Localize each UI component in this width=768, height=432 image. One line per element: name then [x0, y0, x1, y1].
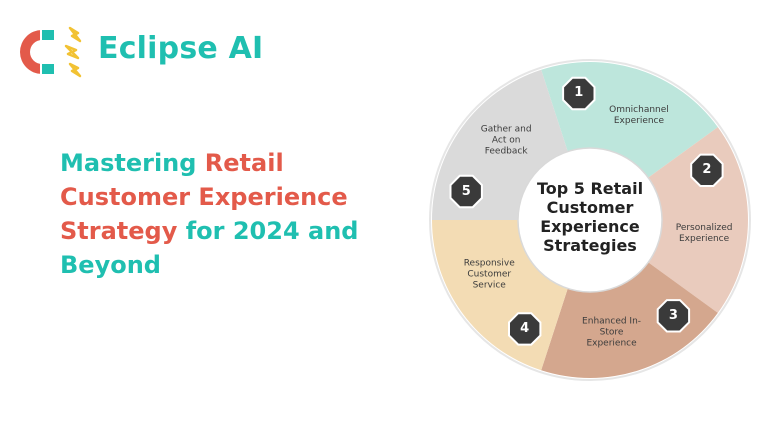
headline-line-3: Strategy for 2024 and — [60, 214, 390, 248]
headline-highlight: Retail — [204, 149, 284, 177]
segment-number: 2 — [702, 162, 712, 178]
strategy-ring-diagram: Top 5 Retail Customer Experience Strateg… — [420, 55, 760, 385]
segment-label-line: Experience — [586, 338, 637, 349]
number-badge-icon — [656, 299, 691, 333]
number-badge-icon — [562, 76, 596, 111]
ring-graphic — [429, 59, 751, 381]
segment-label-line: Omnichannel — [609, 104, 669, 115]
headline-text: Beyond — [60, 251, 161, 279]
ring-segment-3 — [541, 262, 718, 378]
number-badge-icon — [690, 153, 724, 187]
headline-line-1: Mastering Retail — [60, 146, 390, 180]
brand-logo[interactable]: Eclipse AI — [14, 24, 274, 80]
center-title-line: Strategies — [543, 236, 637, 255]
brand-name: Eclipse AI — [98, 31, 264, 66]
headline-text: Mastering — [60, 149, 205, 177]
center-disc — [517, 147, 663, 293]
segment-label-line: Personalized — [675, 223, 733, 234]
center-title-line: Customer — [546, 198, 634, 217]
segment-label-line: Experience — [613, 115, 665, 126]
segment-label-line: Feedback — [484, 146, 528, 157]
number-badge-icon — [449, 174, 483, 209]
segment-label-line: Responsive — [463, 258, 515, 269]
headline-highlight: Customer Experience — [60, 183, 348, 211]
headline-text: for 2024 and — [177, 217, 359, 245]
headline-highlight: Strategy — [60, 217, 178, 245]
diagram-center-title: Top 5 Retail Customer Experience Strateg… — [525, 179, 655, 255]
segment-number: 3 — [668, 307, 678, 323]
number-badge-icon — [508, 312, 542, 346]
page-headline: Mastering Retail Customer Experience Str… — [60, 146, 390, 282]
headline-line-4: Beyond — [60, 248, 390, 282]
segment-number: 1 — [574, 85, 584, 101]
center-title-line: Top 5 Retail — [536, 179, 644, 198]
segment-label-line: Enhanced In- — [582, 316, 642, 327]
segment-number: 5 — [461, 183, 471, 199]
segment-label-line: Act on — [491, 135, 521, 146]
headline-line-2: Customer Experience — [60, 180, 390, 214]
ring-outline — [429, 59, 751, 381]
segment-label-line: Customer — [467, 269, 512, 280]
segment-label-line: Service — [472, 280, 506, 291]
magnet-icon — [20, 26, 82, 78]
segment-label-line: Store — [599, 327, 624, 338]
segment-label-line: Experience — [678, 234, 730, 245]
segment-number: 4 — [520, 320, 530, 336]
segment-label-line: Gather and — [480, 124, 532, 135]
center-title-line: Experience — [540, 217, 640, 236]
